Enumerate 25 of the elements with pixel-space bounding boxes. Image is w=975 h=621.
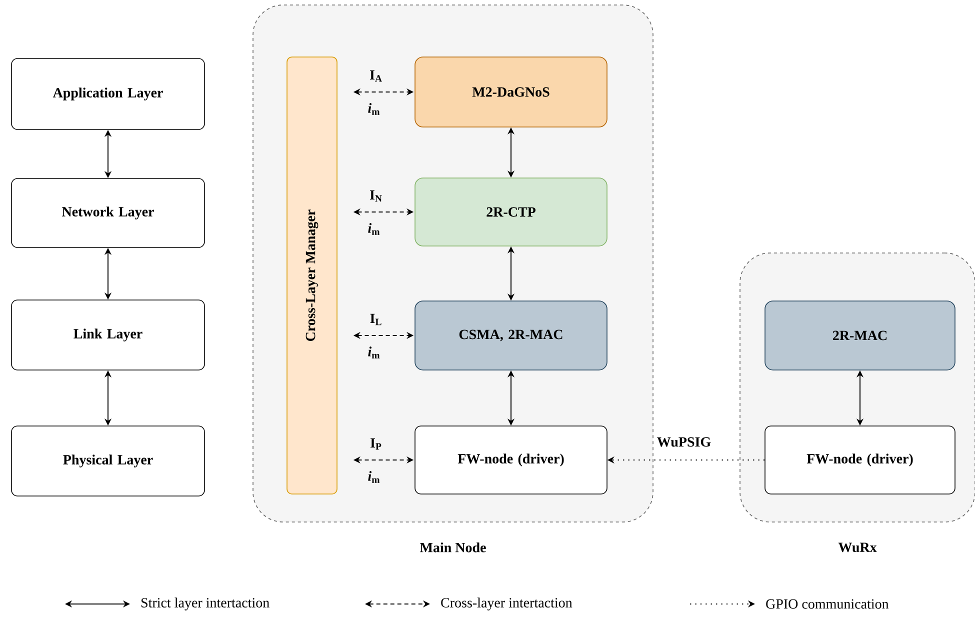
legend-text: Strict layer intertaction <box>141 598 270 610</box>
layer-box: Application Layer <box>11 58 205 130</box>
node-caption: Main Node <box>420 542 486 552</box>
manager-bar: Cross-Layer Manager <box>286 56 338 494</box>
process-box: FW-node (driver) <box>414 426 608 494</box>
layer-box: Network Layer <box>11 178 205 248</box>
node-caption: WuRx <box>838 542 877 552</box>
signal-label: i$_{m}$ <box>368 346 380 358</box>
edge-label: I$_{N}$ <box>370 190 382 202</box>
edge-label: I$_{A}$ <box>370 70 382 82</box>
process-box: FW-node (driver) <box>764 426 956 494</box>
signal-label: i$_{m}$ <box>368 103 380 115</box>
layer-box: Link Layer <box>11 300 205 370</box>
legend-text: GPIO communication <box>766 599 889 609</box>
legend-text: Cross-layer intertaction <box>441 598 572 610</box>
layer-box: Physical Layer <box>11 426 205 496</box>
edge-label: I$_{L}$ <box>370 314 382 326</box>
process-box: 2R-CTP <box>414 178 608 246</box>
signal-label: i$_{m}$ <box>368 223 380 235</box>
edge-label: WuPSIG <box>657 437 711 447</box>
process-box: 2R-MAC <box>764 300 956 370</box>
edge-label: I$_{P}$ <box>370 438 382 450</box>
process-box: M2-DaGNoS <box>414 56 608 128</box>
signal-label: i$_{m}$ <box>368 471 380 483</box>
process-box: CSMA, 2R-MAC <box>414 300 608 370</box>
